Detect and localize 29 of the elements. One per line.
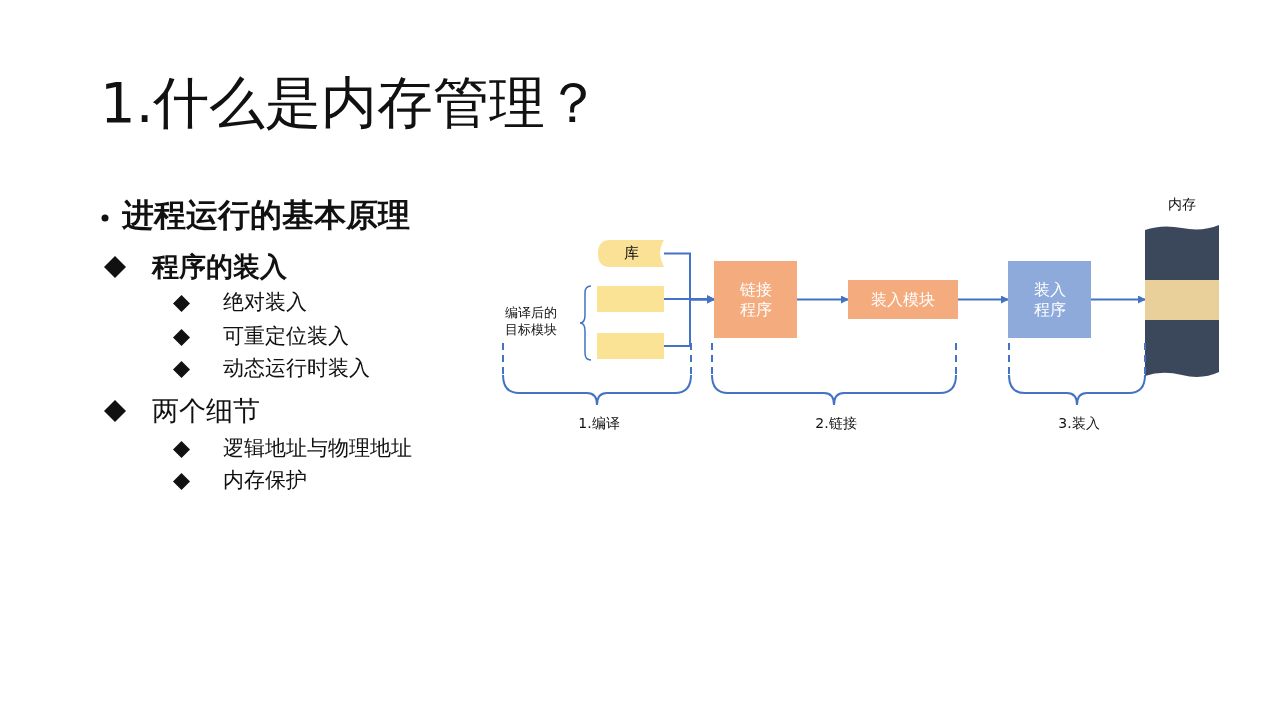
slide-title: 1.什么是内存管理？ [100,70,602,136]
box-label: 装入程序 [1032,279,1067,320]
bullet-text: 动态运行时装入 [223,355,370,383]
bullet-text: 进程运行的基本原理 [122,195,410,237]
bullet-text: 内存保护 [223,467,307,495]
box-label: 装入模块 [871,289,935,310]
arrow [957,295,1009,304]
stage-label: 3.装入 [1057,415,1101,433]
bullet-text: 两个细节 [152,394,260,429]
process-box [714,261,797,338]
stage-label: 2.链接 [814,415,858,433]
library-shape [598,240,664,267]
process-box [848,280,958,319]
module-bar [597,333,664,359]
arrow [663,295,715,303]
bullet-text: 程序的装入 [152,250,287,285]
stage-label: 1.编译 [577,415,621,433]
module-bar [597,286,664,312]
box-label: 链接程序 [738,279,773,320]
node-heading: 内存 [1167,196,1197,214]
bullet-text: 逻辑地址与物理地址 [223,435,412,463]
arrow [1090,295,1146,304]
arrow [796,295,849,304]
bullet-text: 可重定位装入 [223,323,349,351]
box-label: 库 [623,244,639,263]
bullet-text: 绝对装入 [223,289,307,317]
arrow [663,295,715,347]
process-box [1008,261,1091,338]
brace-label: 编译后的目标模块 [505,304,558,338]
